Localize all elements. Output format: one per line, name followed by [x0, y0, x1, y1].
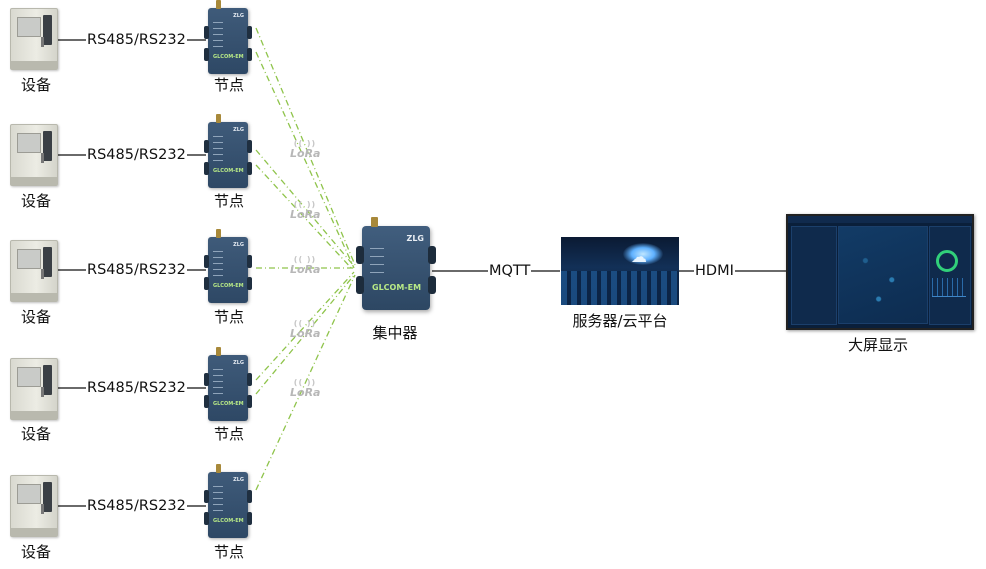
equipment-2 — [10, 124, 58, 186]
lora-link-2 — [255, 149, 355, 267]
node-caption: 节点 — [213, 76, 245, 94]
equipment-5 — [10, 475, 58, 537]
lora-link-4 — [255, 271, 355, 381]
equipment-caption: 设备 — [20, 425, 52, 443]
lora-label: LoRa — [290, 263, 321, 276]
lora-link-1b — [255, 51, 355, 269]
node-brand: ZLG — [233, 477, 244, 483]
radio-wave-icon: (( )) — [293, 319, 317, 328]
node-model: GLCOM-EM — [213, 401, 244, 407]
node-model: GLCOM-EM — [213, 168, 244, 174]
hub-device: ZLG GLCOM-EM — [356, 217, 436, 310]
big-screen-display — [786, 214, 974, 330]
server-cloud-image: ☁ — [561, 237, 679, 305]
node-model: GLCOM-EM — [213, 54, 244, 60]
radio-wave-icon: (( )) — [293, 200, 317, 209]
link-label-rs485: RS485/RS232 — [86, 379, 187, 397]
hdmi-label: HDMI — [694, 262, 735, 280]
node-model: GLCOM-EM — [213, 518, 244, 524]
hub-model: GLCOM-EM — [372, 283, 422, 292]
node-device-1: ZLG GLCOM-EM — [204, 0, 252, 74]
equipment-4 — [10, 358, 58, 420]
equipment-caption: 设备 — [20, 76, 52, 94]
node-caption: 节点 — [213, 425, 245, 443]
link-label-rs485: RS485/RS232 — [86, 146, 187, 164]
link-label-rs485: RS485/RS232 — [86, 261, 187, 279]
node-brand: ZLG — [233, 127, 244, 133]
node-brand: ZLG — [233, 360, 244, 366]
lora-badge: (( )) LoRa — [290, 201, 320, 221]
node-device-3: ZLG GLCOM-EM — [204, 229, 252, 303]
node-device-5: ZLG GLCOM-EM — [204, 464, 252, 538]
lora-link-2b — [255, 164, 354, 271]
cloud-icon: ☁ — [631, 247, 647, 266]
lora-label: LoRa — [290, 386, 321, 399]
node-model: GLCOM-EM — [213, 283, 244, 289]
lora-badge: (( )) LoRa — [290, 379, 320, 399]
node-caption: 节点 — [213, 308, 245, 326]
lora-label: LoRa — [290, 327, 321, 340]
equipment-1 — [10, 8, 58, 70]
node-caption: 节点 — [213, 192, 245, 210]
hub-caption: 集中器 — [372, 324, 418, 342]
node-brand: ZLG — [233, 242, 244, 248]
radio-wave-icon: (( )) — [293, 255, 317, 264]
equipment-caption: 设备 — [20, 192, 52, 210]
link-label-rs485: RS485/RS232 — [86, 497, 187, 515]
gauge-ring — [936, 250, 958, 272]
radio-wave-icon: (( )) — [293, 378, 317, 387]
radio-wave-icon: (( )) — [293, 139, 317, 148]
lora-badge: (( )) LoRa — [290, 320, 320, 340]
lora-label: LoRa — [290, 208, 321, 221]
hub-brand: ZLG — [406, 234, 424, 243]
lora-label: LoRa — [290, 147, 321, 160]
node-brand: ZLG — [233, 13, 244, 19]
display-caption: 大屏显示 — [847, 336, 909, 354]
node-device-2: ZLG GLCOM-EM — [204, 114, 252, 188]
link-label-rs485: RS485/RS232 — [86, 31, 187, 49]
node-device-4: ZLG GLCOM-EM — [204, 347, 252, 421]
equipment-caption: 设备 — [20, 543, 52, 561]
lora-link-5 — [255, 274, 356, 491]
map-panel — [838, 226, 928, 324]
mqtt-label: MQTT — [488, 262, 532, 280]
equipment-caption: 设备 — [20, 308, 52, 326]
lora-badge: (( )) LoRa — [290, 256, 320, 276]
server-caption: 服务器/云平台 — [572, 312, 668, 330]
mini-chart — [932, 278, 966, 297]
node-caption: 节点 — [213, 543, 245, 561]
lora-badge: (( )) LoRa — [290, 140, 320, 160]
lora-link-1 — [255, 27, 356, 266]
equipment-3 — [10, 240, 58, 302]
